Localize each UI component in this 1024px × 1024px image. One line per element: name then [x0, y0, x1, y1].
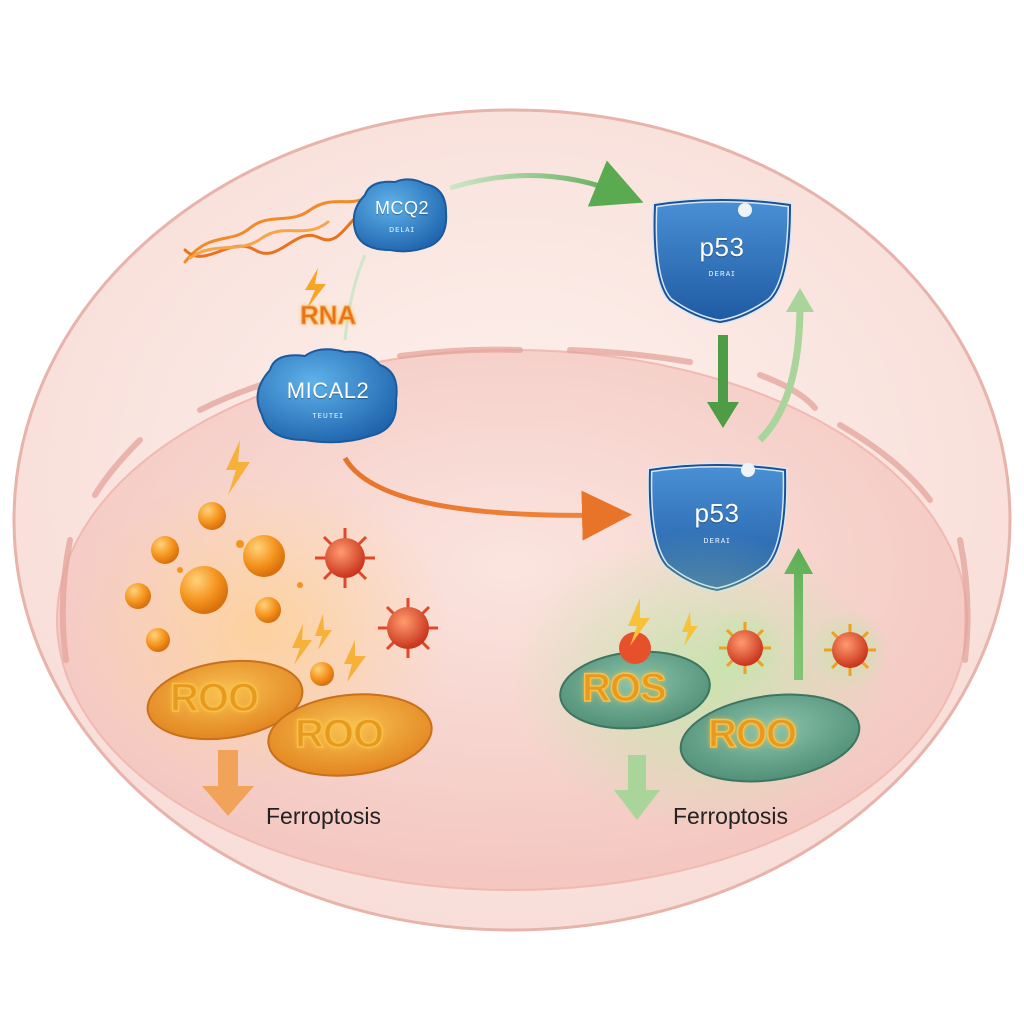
- p53-bottom-sublabel: ᴅᴇʀᴀɪ: [703, 535, 731, 545]
- arrow-mical2-to-p53: [342, 456, 632, 541]
- lightning-icon: [682, 612, 698, 646]
- mcq2-protein: [352, 178, 448, 253]
- p53-top-sublabel: ᴅᴇʀᴀɪ: [708, 268, 736, 278]
- nuclear-envelope: [59, 346, 971, 663]
- rna-label: RNA: [299, 300, 357, 331]
- p53-top-label: p53: [699, 232, 745, 262]
- ros-radical-icon: [378, 598, 438, 658]
- mitochondrion: [267, 693, 433, 777]
- p53-bottom-label: p53: [694, 498, 740, 528]
- ros-radical-icon: [315, 528, 375, 588]
- lipid-droplets: [125, 502, 334, 686]
- ros-radical-icon: [824, 624, 876, 676]
- lightning-icon: [315, 614, 332, 650]
- mcq2-sublabel: ᴅᴇʟᴀɪ: [389, 224, 415, 234]
- ros-right-label: ROS: [581, 665, 667, 711]
- ros-radical-icon: [619, 598, 651, 664]
- roo-left-2-label: ROO: [294, 711, 385, 757]
- lightning-icon: [305, 268, 326, 310]
- roo-right-label: ROO: [707, 711, 798, 757]
- arrow-mcq2-to-p53: [449, 160, 644, 207]
- roo-left-1-label: ROO: [169, 675, 260, 721]
- down-arrow-icon: [707, 335, 739, 428]
- mical2-label: MICAL2: [286, 378, 370, 403]
- mitochondrion: [679, 693, 861, 783]
- mical2-sublabel: ᴛᴇᴜᴛᴇɪ: [312, 410, 344, 420]
- lightning-icon: [292, 624, 312, 665]
- down-arrow-icon: [202, 750, 254, 816]
- down-arrow-icon: [614, 755, 660, 820]
- ros-radical-icon: [719, 622, 771, 674]
- lightning-icon: [344, 640, 366, 682]
- up-arrow-icon: [757, 304, 804, 443]
- dna-helix-icon: [183, 198, 364, 264]
- ferroptosis-left-label: Ferroptosis: [266, 803, 382, 829]
- mcq2-label: MCQ2: [374, 198, 429, 218]
- lightning-icon: [226, 440, 250, 495]
- ferroptosis-right-label: Ferroptosis: [673, 803, 789, 829]
- mical2-protein: [256, 348, 398, 444]
- mitochondrion: [146, 659, 304, 741]
